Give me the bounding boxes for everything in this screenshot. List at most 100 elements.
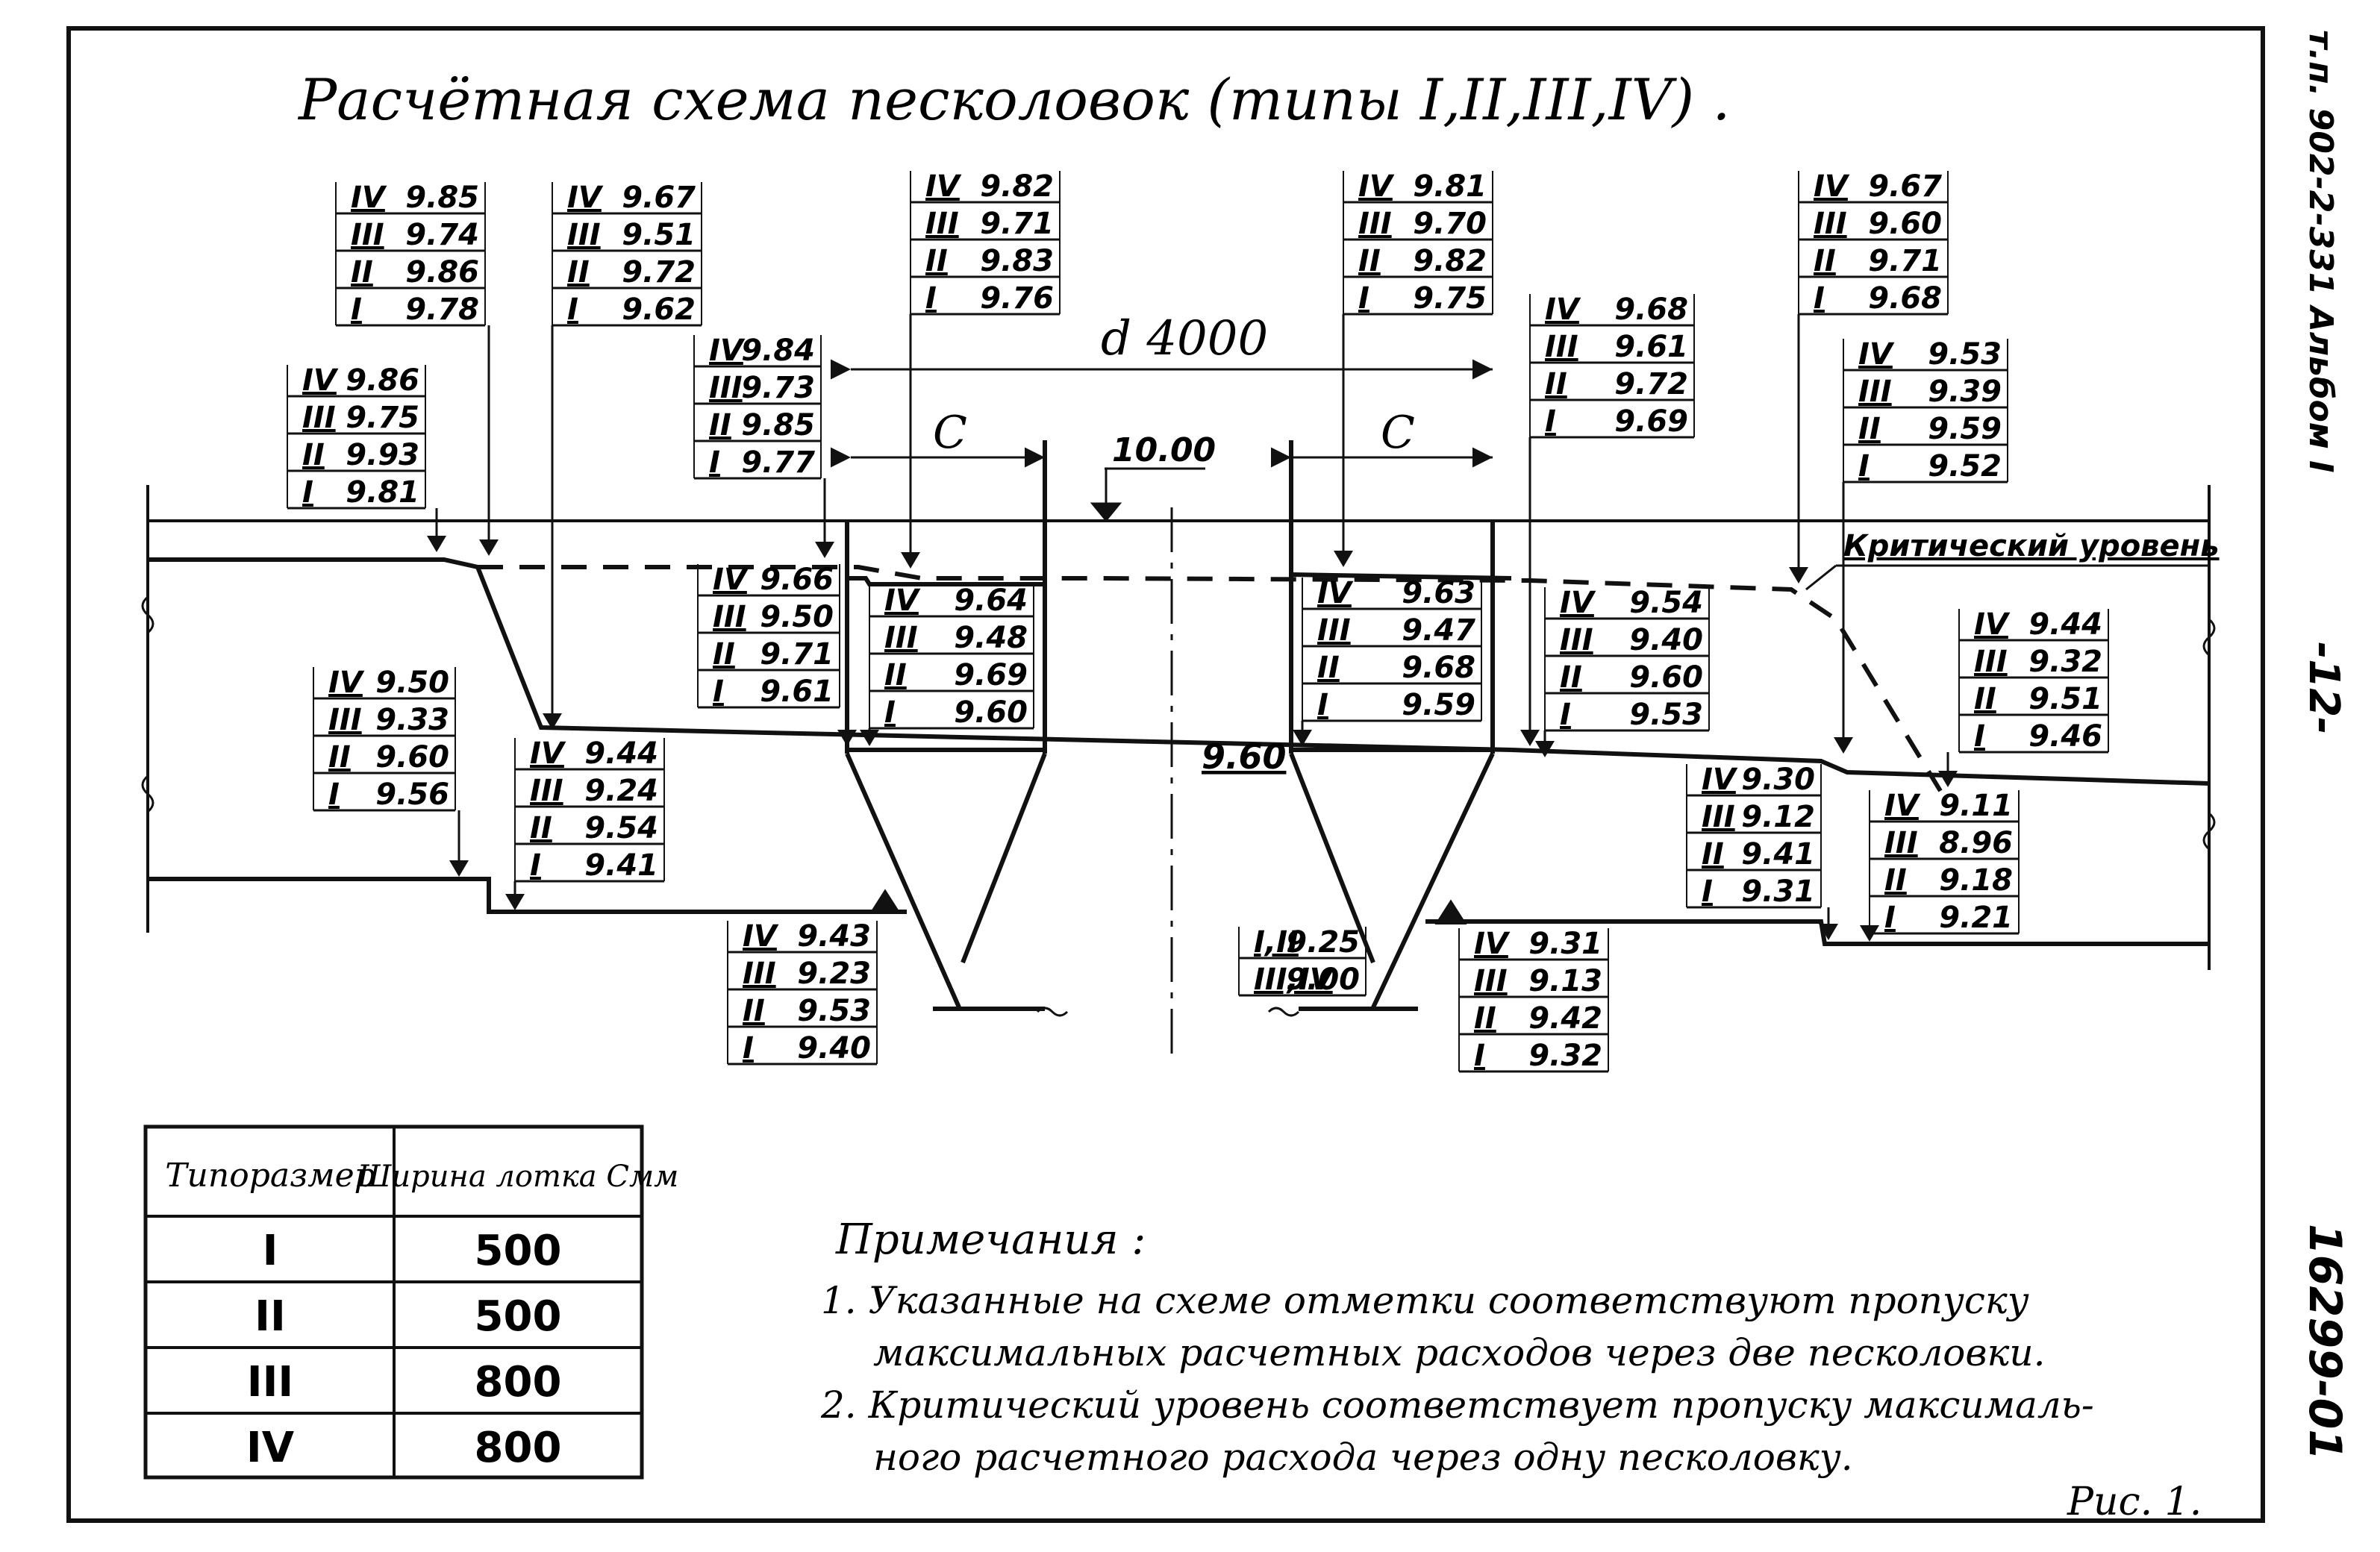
axis-level-label: 10.00 bbox=[1112, 431, 1216, 469]
level-type: IV bbox=[743, 919, 779, 954]
page-number: -12- bbox=[2299, 642, 2348, 734]
level-triangle bbox=[873, 893, 897, 912]
size-table-width: 800 bbox=[475, 1424, 562, 1472]
level-type: I bbox=[567, 292, 578, 327]
level-type: III bbox=[925, 207, 959, 241]
sheet-reference: т.п. 902-2-331 Альбом I bbox=[2302, 30, 2340, 473]
level-type: I bbox=[530, 848, 541, 883]
break-mark bbox=[2204, 813, 2214, 849]
level-value: 9.71 bbox=[1868, 244, 1942, 278]
level-type: IV bbox=[567, 181, 604, 215]
level-value: 9.52 bbox=[1928, 449, 2002, 484]
level-type: IV bbox=[1545, 292, 1581, 327]
level-value: 9.68 bbox=[1614, 292, 1688, 327]
axis-level-triangle bbox=[1093, 504, 1119, 520]
level-type: III bbox=[1814, 207, 1847, 241]
critical-level-stem bbox=[1806, 566, 1836, 589]
level-type: II bbox=[1317, 651, 1340, 685]
note-line: 1. Указанные на схеме отметки соответств… bbox=[821, 1279, 2029, 1322]
level-value: 8.96 bbox=[1939, 826, 2013, 860]
level-type: II bbox=[1974, 682, 1996, 716]
level-type: IV bbox=[1317, 576, 1354, 610]
level-value: 9.53 bbox=[1928, 337, 2002, 372]
level-value: 9.50 bbox=[760, 600, 834, 634]
level-arrow bbox=[1535, 741, 1555, 757]
level-type: II bbox=[713, 637, 735, 672]
level-arrow bbox=[479, 539, 499, 556]
level-type: IV bbox=[328, 666, 365, 700]
left-c-label: C bbox=[933, 407, 967, 459]
level-value: 9.59 bbox=[1402, 688, 1475, 722]
level-value: 9.39 bbox=[1928, 375, 2002, 409]
level-value: 9.11 bbox=[1939, 789, 2013, 823]
level-value: 9.60 bbox=[954, 695, 1028, 730]
level-type: II bbox=[884, 658, 907, 692]
left-cone-inner bbox=[963, 754, 1045, 963]
level-type: IV bbox=[530, 736, 566, 771]
level-type: IV bbox=[1474, 927, 1511, 961]
level-arrow bbox=[901, 552, 920, 569]
level-type: II bbox=[1474, 1001, 1496, 1036]
level-type: II bbox=[567, 255, 590, 290]
level-type: III bbox=[884, 621, 918, 655]
level-value: 9.69 bbox=[1614, 404, 1688, 439]
level-type: III,IV bbox=[1254, 963, 1335, 997]
level-type: I bbox=[1702, 874, 1713, 909]
inlet-floor bbox=[148, 879, 907, 912]
level-value: 9.32 bbox=[1528, 1039, 1602, 1073]
level-value: 9.00 bbox=[1286, 963, 1360, 997]
level-value: 9.40 bbox=[797, 1031, 871, 1066]
level-triangle bbox=[1439, 904, 1463, 922]
dimension-lines bbox=[831, 359, 1493, 520]
level-type: II bbox=[1814, 244, 1836, 278]
level-value: 9.13 bbox=[1528, 964, 1602, 998]
drawing-frame bbox=[69, 28, 2263, 1521]
level-type: III bbox=[1858, 375, 1892, 409]
level-value: 9.21 bbox=[1939, 901, 2013, 935]
level-value: 9.25 bbox=[1286, 925, 1360, 960]
size-table-header-width: Ширина лотка Cмм bbox=[357, 1160, 679, 1194]
level-type: III bbox=[1974, 645, 2008, 679]
level-value: 9.75 bbox=[346, 401, 419, 435]
size-table-width: 800 bbox=[475, 1358, 562, 1406]
size-table-type: III bbox=[247, 1358, 294, 1406]
level-value: 9.18 bbox=[1939, 863, 2013, 898]
level-arrow bbox=[543, 713, 562, 730]
level-type: I bbox=[1974, 719, 1985, 754]
drawing-title: Расчётная схема песколовок (типы I,II,II… bbox=[297, 66, 1731, 133]
level-type: I bbox=[925, 281, 937, 316]
level-value: 9.86 bbox=[346, 363, 419, 398]
level-value: 9.70 bbox=[1413, 207, 1487, 241]
diameter-label: d 4000 bbox=[1101, 311, 1268, 366]
level-value: 9.82 bbox=[980, 169, 1054, 204]
level-type: I bbox=[1317, 688, 1328, 722]
size-table-type: II bbox=[254, 1292, 286, 1341]
level-type: II bbox=[1702, 837, 1724, 872]
right-tank-water bbox=[1291, 575, 1511, 578]
level-arrow bbox=[837, 730, 857, 746]
level-type: II bbox=[743, 994, 765, 1028]
level-type: IV bbox=[1560, 586, 1596, 620]
notes-heading: Примечания : bbox=[835, 1215, 1146, 1264]
level-value: 9.31 bbox=[1741, 874, 1815, 909]
level-type: I bbox=[1545, 404, 1556, 439]
level-value: 9.33 bbox=[375, 703, 449, 737]
level-type: III bbox=[351, 218, 384, 252]
note-line: ного расчетного расхода через одну песко… bbox=[873, 1436, 1853, 1479]
level-value: 9.67 bbox=[622, 181, 696, 215]
level-arrow bbox=[1789, 567, 1808, 583]
level-type: IV bbox=[351, 181, 387, 215]
side-stamp: т.п. 902-2-331 Альбом I -12- 16299-01 bbox=[2299, 30, 2351, 1460]
break-mark bbox=[143, 597, 153, 633]
level-type: IV bbox=[709, 334, 746, 368]
critical-level-label: Критический уровень bbox=[1843, 529, 2220, 563]
